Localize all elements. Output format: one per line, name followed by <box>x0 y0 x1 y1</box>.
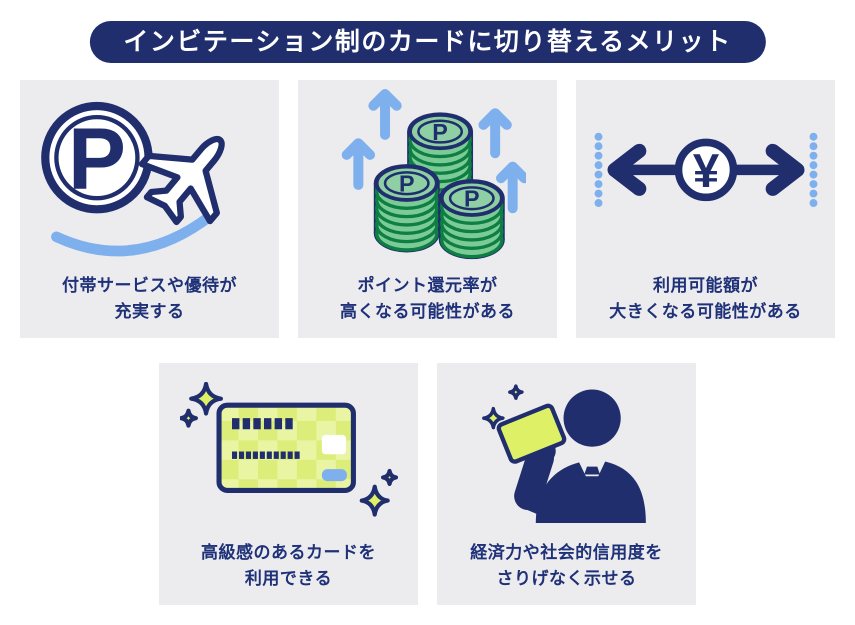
businessman-showing-card-icon <box>481 384 646 523</box>
caption-line: 経済力や社会的信用度を <box>470 543 663 562</box>
panel-point-rate: P P <box>298 80 557 338</box>
caption-line: 大きくなる可能性がある <box>609 302 802 321</box>
caption-line: 高くなる可能性がある <box>340 302 515 321</box>
caption-line: 利用できる <box>244 569 333 588</box>
title-banner: インビテーション制のカードに切り替えるメリット <box>89 21 766 63</box>
svg-text:P: P <box>463 185 479 211</box>
panel-social-status: 経済力や社会的信用度を さりげなく示せる <box>437 363 696 605</box>
panel-caption: 経済力や社会的信用度を さりげなく示せる <box>470 540 663 605</box>
sparkle-icon <box>481 384 524 430</box>
panel-caption: ポイント還元率が 高くなる可能性がある <box>340 273 515 338</box>
yen-expand-arrows-icon: ¥ <box>576 80 835 273</box>
panel-credit-limit: ¥ 利用可能額が 大きくなる可能性がある <box>576 80 835 338</box>
premium-card-sparkle-icon <box>179 382 398 517</box>
caption-line: ポイント還元率が <box>357 276 498 295</box>
point-coin-airplane-icon: P <box>20 80 279 273</box>
panel-caption: 利用可能額が 大きくなる可能性がある <box>609 273 802 338</box>
caption-line: さりげなく示せる <box>496 569 637 588</box>
panel-premium-card: 高級感のあるカードを 利用できる <box>159 363 418 605</box>
caption-line: 充実する <box>114 302 185 321</box>
coin-stacks-up-arrows-icon: P P <box>341 88 526 259</box>
panel-attached-services: P 付帯サービスや優待が 充実する <box>20 80 279 338</box>
point-coin-airplane-icon: P <box>40 101 225 257</box>
caption-line: 利用可能額が <box>653 276 758 295</box>
svg-text:P: P <box>432 118 448 144</box>
svg-text:¥: ¥ <box>692 145 719 198</box>
panel-caption: 付帯サービスや優待が 充実する <box>62 273 237 338</box>
businessman-showing-card-icon <box>437 363 696 540</box>
coin-stacks-up-arrows-icon: P P <box>298 80 557 273</box>
svg-text:P: P <box>67 111 125 208</box>
panel-caption: 高級感のあるカードを 利用できる <box>201 540 376 605</box>
premium-card-sparkle-icon <box>159 363 418 540</box>
yen-expand-arrows-icon: ¥ <box>594 132 817 207</box>
caption-line: 高級感のあるカードを <box>201 543 376 562</box>
caption-line: 付帯サービスや優待が <box>62 276 237 295</box>
svg-text:P: P <box>398 170 414 196</box>
sparkle-icon <box>179 382 398 517</box>
